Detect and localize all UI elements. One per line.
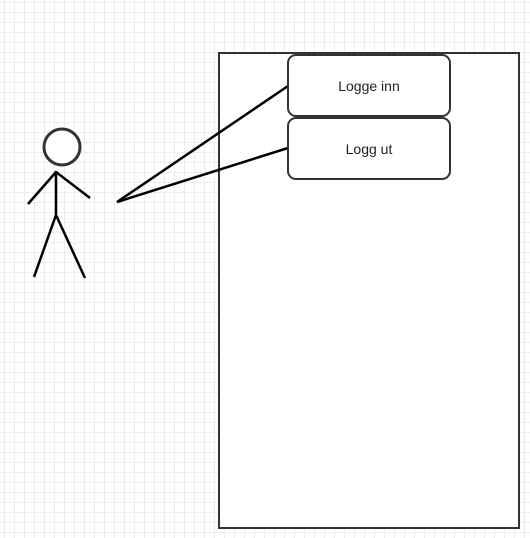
use-case-logout-label: Logg ut: [345, 140, 393, 157]
actor-left-leg: [32, 214, 58, 278]
use-case-login-label: Logge inn: [338, 77, 400, 94]
use-case-login[interactable]: Logge inn: [287, 54, 451, 117]
use-case-logout[interactable]: Logg ut: [287, 117, 451, 180]
actor-right-arm: [55, 171, 91, 199]
actor-stick-figure[interactable]: [27, 127, 91, 279]
actor-head: [42, 127, 82, 167]
association-line-logout[interactable]: [116, 146, 289, 204]
association-line-login[interactable]: [116, 84, 289, 204]
actor-right-leg: [54, 214, 87, 279]
actor-left-arm: [27, 171, 57, 205]
